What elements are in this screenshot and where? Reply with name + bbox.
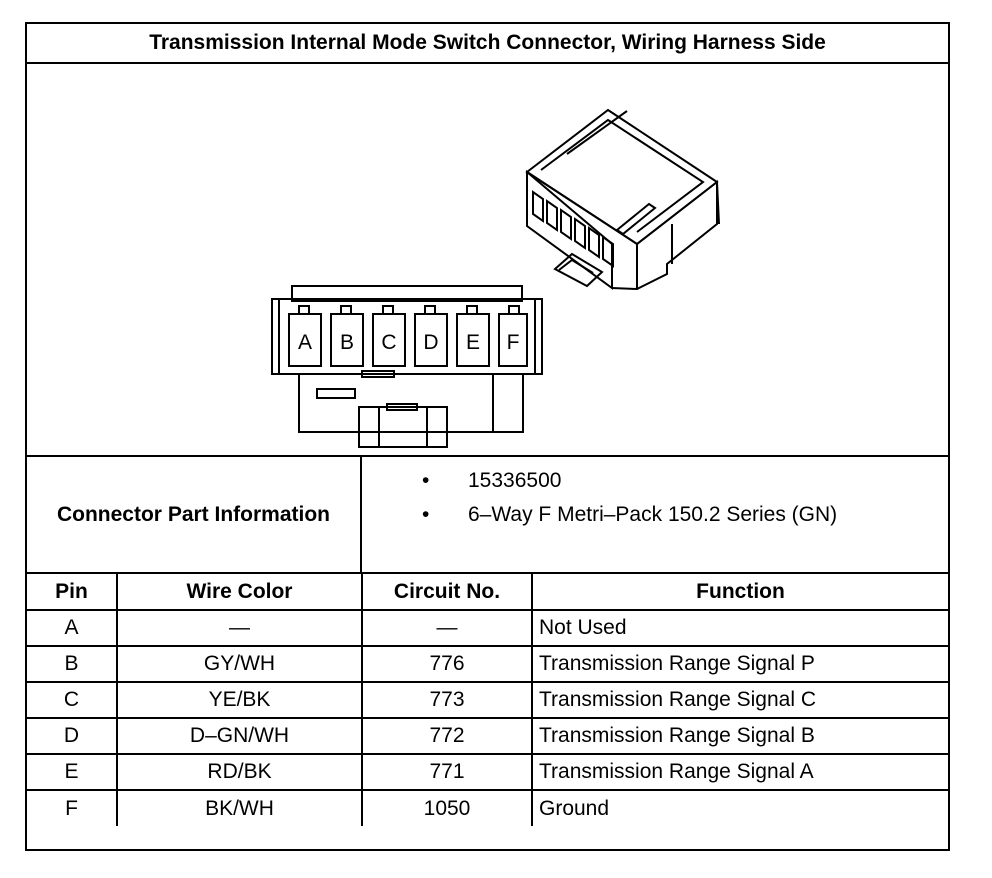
header-circuit-no: Circuit No. bbox=[361, 574, 533, 611]
table-row: A — — Not Used bbox=[27, 609, 948, 647]
part-description: 6–Way F Metri–Pack 150.2 Series (GN) bbox=[468, 503, 838, 526]
circuit-cell: 772 bbox=[361, 717, 533, 755]
function-cell: Not Used bbox=[531, 609, 948, 647]
circuit-cell: 771 bbox=[361, 753, 533, 791]
pin-cell: A bbox=[27, 609, 118, 647]
function-cell: Transmission Range Signal B bbox=[531, 717, 948, 755]
function-cell: Transmission Range Signal A bbox=[531, 753, 948, 791]
circuit-cell: 773 bbox=[361, 681, 533, 719]
connector-illustration: A B C D E F bbox=[27, 64, 948, 457]
pin-cell: E bbox=[27, 753, 118, 791]
document-title: Transmission Internal Mode Switch Connec… bbox=[27, 24, 948, 64]
circuit-cell: 776 bbox=[361, 645, 533, 683]
pin-cell: B bbox=[27, 645, 118, 683]
pin-labels: A B C D E F bbox=[298, 331, 519, 354]
table-row: F BK/WH 1050 Ground bbox=[27, 789, 948, 826]
wire-color-cell: D–GN/WH bbox=[116, 717, 363, 755]
pin-cell: C bbox=[27, 681, 118, 719]
bullet-icon: • bbox=[422, 469, 430, 492]
circuit-cell: — bbox=[361, 609, 533, 647]
pin-cell: D bbox=[27, 717, 118, 755]
pin-label-f: F bbox=[507, 331, 520, 354]
connector-document: Transmission Internal Mode Switch Connec… bbox=[25, 22, 950, 851]
function-cell: Transmission Range Signal P bbox=[531, 645, 948, 683]
function-cell: Transmission Range Signal C bbox=[531, 681, 948, 719]
header-pin: Pin bbox=[27, 574, 118, 611]
header-function: Function bbox=[531, 574, 948, 611]
wire-color-cell: BK/WH bbox=[116, 789, 363, 826]
pin-table: Pin Wire Color Circuit No. Function A — … bbox=[27, 574, 948, 826]
wire-color-cell: GY/WH bbox=[116, 645, 363, 683]
table-row: B GY/WH 776 Transmission Range Signal P bbox=[27, 645, 948, 683]
table-header-row: Pin Wire Color Circuit No. Function bbox=[27, 574, 948, 611]
part-information-label: Connector Part Information bbox=[27, 457, 362, 572]
connector-isometric-view bbox=[525, 108, 720, 291]
table-row: C YE/BK 773 Transmission Range Signal C bbox=[27, 681, 948, 719]
pin-label-e: E bbox=[466, 331, 480, 354]
table-row: D D–GN/WH 772 Transmission Range Signal … bbox=[27, 717, 948, 755]
connector-face-view bbox=[271, 285, 543, 448]
wire-color-cell: — bbox=[116, 609, 363, 647]
pin-cell: F bbox=[27, 789, 118, 826]
pin-label-a: A bbox=[298, 331, 312, 354]
part-number: 15336500 bbox=[468, 469, 562, 492]
pin-label-c: C bbox=[381, 331, 396, 354]
part-information-row: Connector Part Information • 15336500 • … bbox=[27, 457, 948, 574]
pin-label-d: D bbox=[423, 331, 438, 354]
circuit-cell: 1050 bbox=[361, 789, 533, 826]
function-cell: Ground bbox=[531, 789, 948, 826]
header-wire-color: Wire Color bbox=[116, 574, 363, 611]
table-row: E RD/BK 771 Transmission Range Signal A bbox=[27, 753, 948, 791]
bullet-icon: • bbox=[422, 503, 430, 526]
part-information-list: • 15336500 • 6–Way F Metri–Pack 150.2 Se… bbox=[362, 457, 948, 572]
wire-color-cell: RD/BK bbox=[116, 753, 363, 791]
connector-drawing: A B C D E F bbox=[271, 108, 720, 448]
wire-color-cell: YE/BK bbox=[116, 681, 363, 719]
pin-label-b: B bbox=[340, 331, 354, 354]
